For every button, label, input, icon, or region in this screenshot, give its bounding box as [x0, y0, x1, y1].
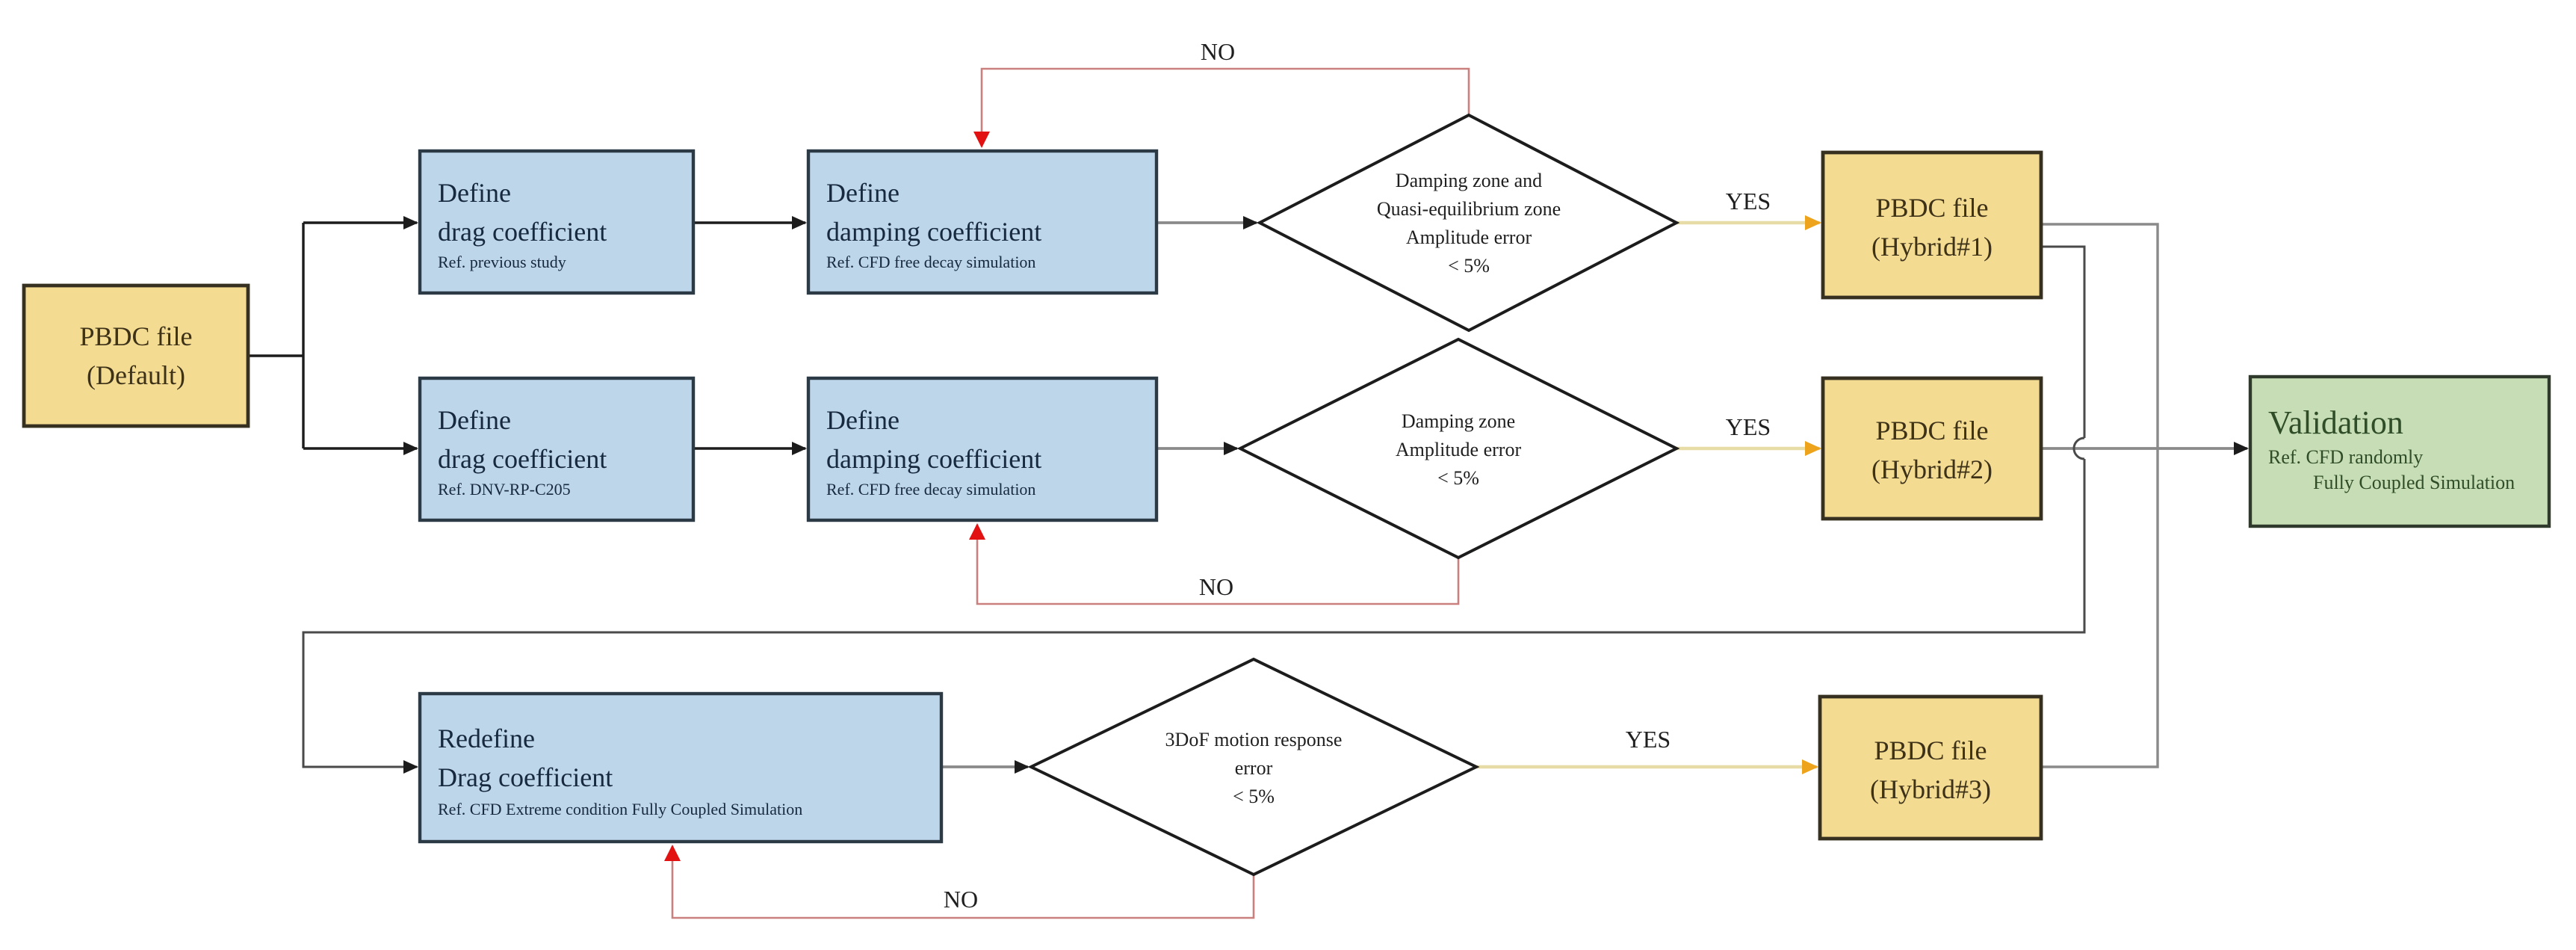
node-define-damping-2: Define damping coefficient Ref. CFD free… — [806, 376, 1159, 522]
decision-1-line1: Damping zone and — [1396, 170, 1542, 191]
decision-2-line3: < 5% — [1437, 467, 1479, 489]
label-yes-2: YES — [1726, 413, 1771, 440]
redefine-drag-line1: Redefine — [438, 724, 535, 753]
decision-1-line3: Amplitude error — [1406, 226, 1532, 248]
connector-hybrid1-hybrid3-merge — [2041, 223, 2159, 768]
define-damping-1-box — [806, 149, 1159, 295]
define-drag-2-ref: Ref. DNV-RP-C205 — [438, 480, 571, 499]
define-damping-1-ref: Ref. CFD free decay simulation — [826, 253, 1035, 271]
validation-title: Validation — [2268, 404, 2403, 441]
label-no-3: NO — [944, 886, 978, 913]
define-drag-1-line2: drag coefficient — [438, 217, 607, 247]
define-damping-2-box — [806, 376, 1159, 522]
node-define-damping-1: Define damping coefficient Ref. CFD free… — [806, 149, 1159, 295]
connectors — [248, 67, 2249, 919]
loop-no2-red — [969, 523, 1460, 605]
define-drag-2-line1: Define — [438, 405, 511, 435]
define-damping-2-line1: Define — [826, 405, 900, 435]
label-yes-3: YES — [1626, 726, 1671, 753]
node-decision-2: Damping zone Amplitude error < 5% — [1236, 337, 1680, 560]
decision-1-line4: < 5% — [1448, 255, 1490, 277]
define-damping-2-ref: Ref. CFD free decay simulation — [826, 480, 1035, 499]
node-decision-3: 3DoF motion response error < 5% — [1027, 657, 1480, 877]
redefine-drag-box — [418, 691, 944, 844]
define-drag-2-box — [418, 376, 696, 522]
validation-ref1: Ref. CFD randomly — [2268, 446, 2423, 468]
define-drag-1-box — [418, 149, 696, 295]
loop-no1-red — [973, 67, 1470, 148]
connector-feed-row3-upper — [2041, 245, 2086, 438]
node-validation: Validation Ref. CFD randomly Fully Coupl… — [2248, 374, 2551, 528]
pbdc-default-line1: PBDC file — [79, 321, 192, 351]
define-drag-1-line1: Define — [438, 178, 511, 208]
edge-labels: NO YES YES NO YES NO — [944, 38, 1771, 913]
node-pbdc-hybrid3: PBDC file (Hybrid#3) — [1818, 694, 2043, 841]
label-no-1: NO — [1201, 38, 1235, 65]
validation-box — [2248, 374, 2551, 528]
pbdc-hybrid2-box — [1821, 376, 2043, 521]
pbdc-hybrid1-line1: PBDC file — [1875, 193, 1988, 223]
decision-3-diamond — [1027, 657, 1480, 877]
pbdc-hybrid1-line2: (Hybrid#1) — [1871, 232, 1993, 262]
node-define-drag-2: Define drag coefficient Ref. DNV-RP-C205 — [418, 376, 696, 522]
connector-feed-row3-lower — [302, 459, 2086, 774]
redefine-drag-ref: Ref. CFD Extreme condition Fully Coupled… — [438, 800, 802, 818]
pbdc-hybrid1-box — [1821, 150, 2043, 300]
define-damping-2-line2: damping coefficient — [826, 444, 1041, 474]
redefine-drag-line2: Drag coefficient — [438, 762, 613, 792]
decision-2-line2: Amplitude error — [1396, 439, 1522, 460]
node-pbdc-default: PBDC file (Default) — [22, 283, 250, 428]
pbdc-default-line2: (Default) — [87, 360, 185, 390]
node-define-drag-1: Define drag coefficient Ref. previous st… — [418, 149, 696, 295]
decision-3-line3: < 5% — [1233, 786, 1275, 807]
define-drag-1-ref: Ref. previous study — [438, 253, 566, 271]
pbdc-default-box — [22, 283, 250, 428]
label-yes-1: YES — [1726, 188, 1771, 215]
node-decision-1: Damping zone and Quasi-equilibrium zone … — [1256, 113, 1680, 333]
loop-no3-red — [664, 845, 1255, 919]
define-damping-1-line1: Define — [826, 178, 900, 208]
pbdc-hybrid3-line2: (Hybrid#3) — [1870, 774, 1991, 804]
pbdc-hybrid3-line1: PBDC file — [1874, 735, 1987, 765]
decision-1-line2: Quasi-equilibrium zone — [1377, 198, 1561, 220]
decision-3-line2: error — [1235, 757, 1273, 779]
pbdc-hybrid2-line1: PBDC file — [1875, 416, 1988, 445]
decision-1-diamond — [1256, 113, 1680, 333]
decision-2-line1: Damping zone — [1402, 410, 1515, 432]
decision-2-diamond — [1236, 337, 1680, 560]
node-redefine-drag: Redefine Drag coefficient Ref. CFD Extre… — [418, 691, 944, 844]
decision-3-line1: 3DoF motion response — [1165, 729, 1343, 750]
validation-ref2: Fully Coupled Simulation — [2313, 472, 2515, 493]
define-damping-1-line2: damping coefficient — [826, 217, 1041, 247]
node-pbdc-hybrid1: PBDC file (Hybrid#1) — [1821, 150, 2043, 300]
node-pbdc-hybrid2: PBDC file (Hybrid#2) — [1821, 376, 2043, 521]
connector-feed-row3-hop — [2072, 437, 2085, 460]
label-no-2: NO — [1199, 573, 1233, 600]
define-drag-2-line2: drag coefficient — [438, 444, 607, 474]
pbdc-hybrid2-line2: (Hybrid#2) — [1871, 454, 1993, 484]
pbdc-hybrid3-box — [1818, 694, 2043, 841]
